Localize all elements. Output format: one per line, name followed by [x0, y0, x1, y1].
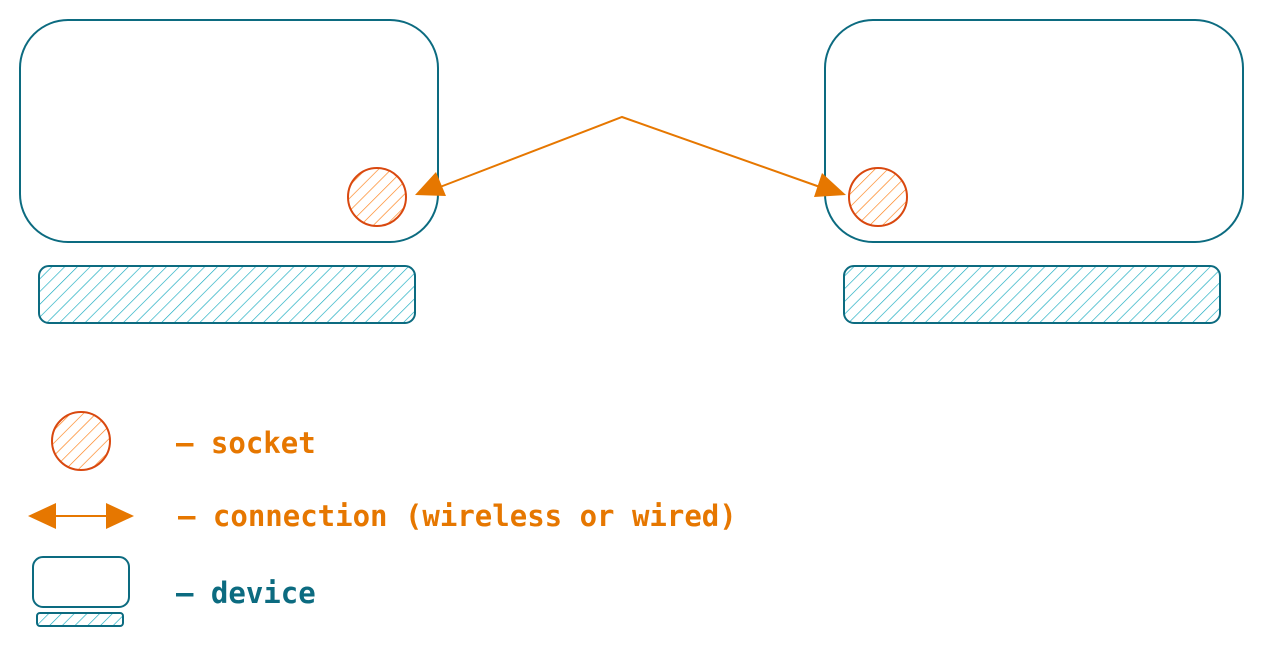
legend-device-label: – device	[176, 576, 316, 610]
legend-socket-label: – socket	[176, 426, 316, 460]
legend: – socket – connection (wireless or wired…	[28, 411, 737, 627]
device-right	[824, 19, 1244, 324]
arrowhead-right	[814, 173, 846, 197]
legend-socket-icon	[51, 411, 111, 471]
device-screen	[824, 19, 1244, 243]
device-base	[843, 265, 1221, 324]
legend-connection-label: – connection (wireless or wired)	[178, 499, 737, 533]
device-screen	[19, 19, 439, 243]
socket	[848, 167, 908, 227]
socket	[347, 167, 407, 227]
arrowhead-left	[415, 172, 446, 196]
device-base	[38, 265, 416, 324]
legend-connection-icon	[28, 503, 134, 529]
device-left	[19, 19, 439, 324]
connection-arrow	[415, 115, 846, 197]
legend-device-icon	[32, 556, 130, 627]
